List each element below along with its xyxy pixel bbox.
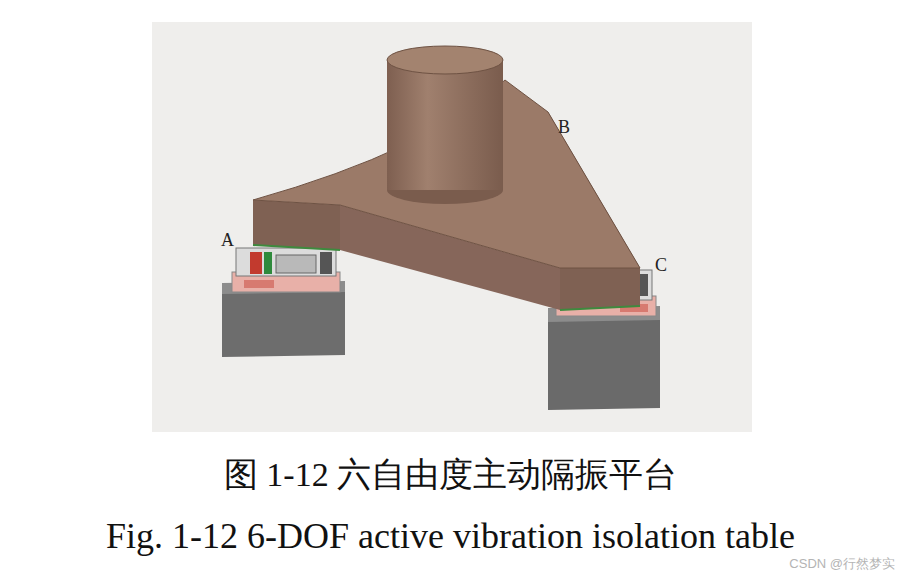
english-caption: Fig. 1-12 6-DOF active vibration isolati… — [0, 515, 901, 557]
part-label: A — [221, 230, 241, 251]
render-background — [152, 22, 752, 432]
figure-caption: 图 1-12 六自由度主动隔振平台 — [0, 452, 901, 498]
actuator-a — [222, 248, 345, 357]
watermark: CSDN @行然梦实 — [700, 555, 895, 573]
part-label: B — [558, 117, 578, 138]
part-label: C — [655, 255, 675, 276]
cylinder-payload — [387, 46, 503, 204]
